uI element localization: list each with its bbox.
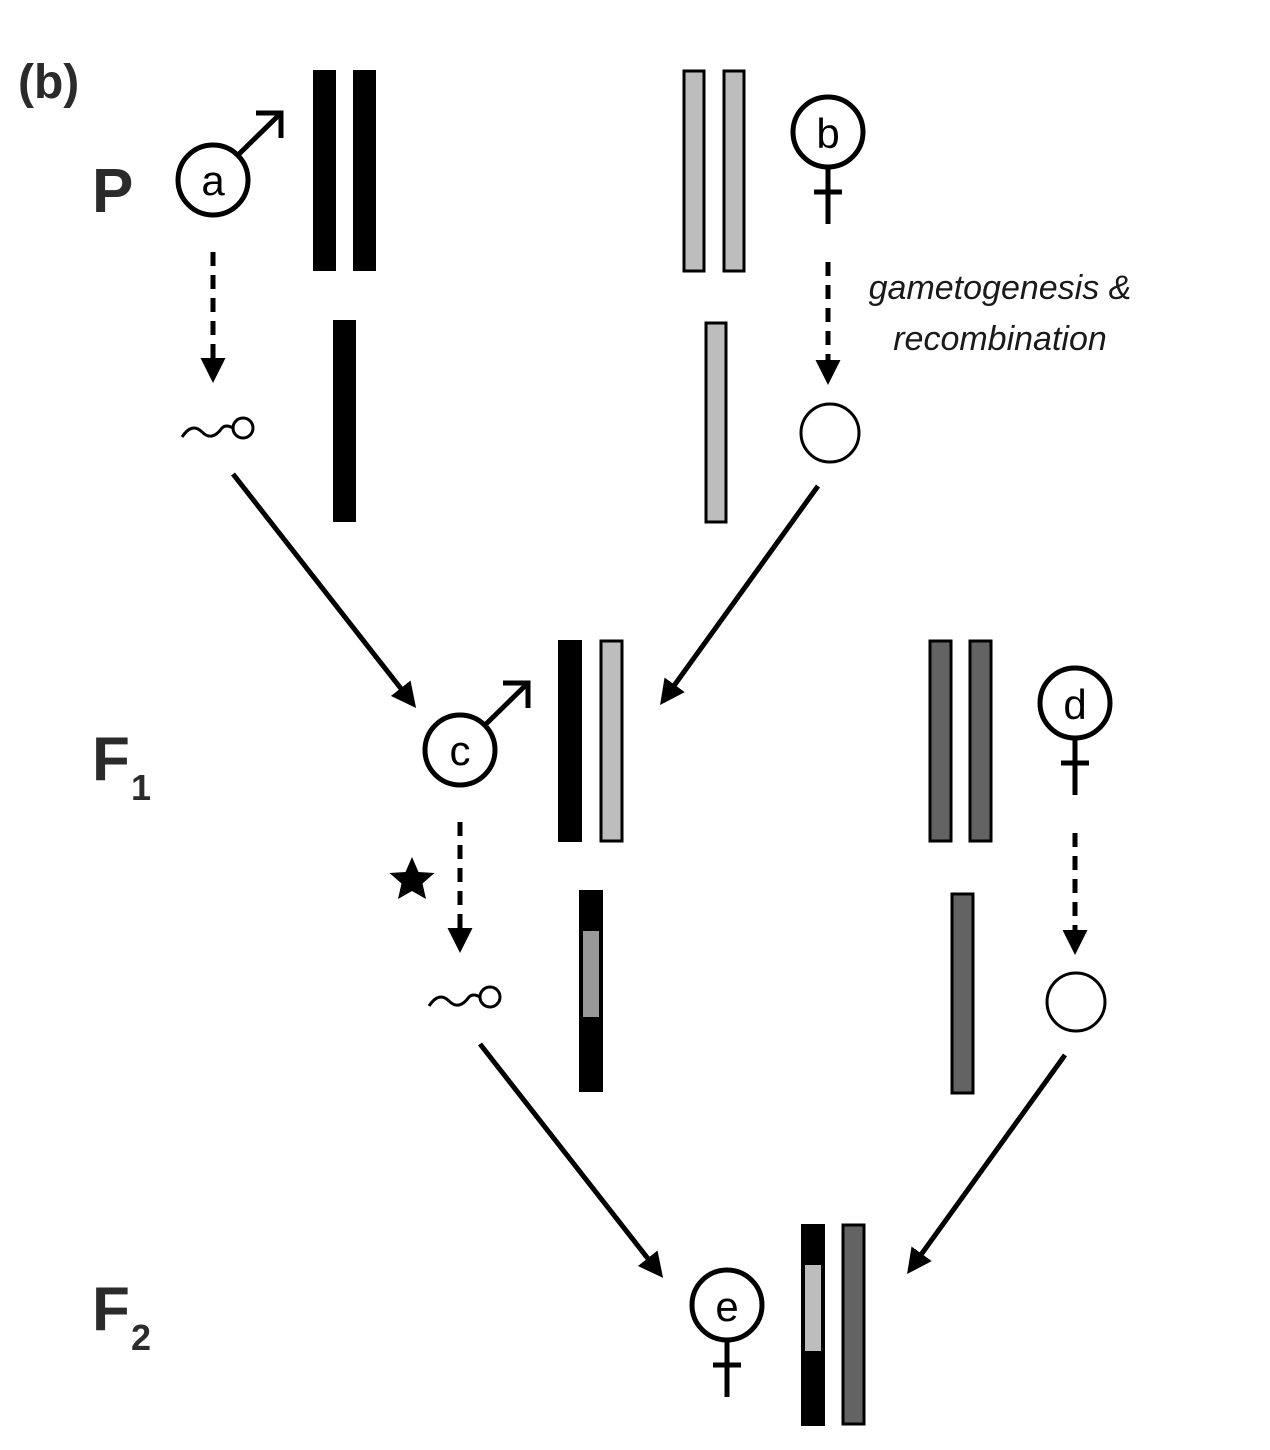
sperm-icon	[427, 985, 502, 1009]
gamete-chromosome-b	[704, 321, 728, 524]
fertilization-arrow-egg-to-c	[660, 484, 821, 706]
generation-p-label: P	[92, 157, 133, 226]
individual-a-male-icon: a	[175, 110, 284, 218]
generation-f1-label: F 1	[92, 725, 151, 808]
egg-icon	[1045, 971, 1107, 1033]
individual-e-letter: e	[715, 1283, 738, 1330]
individual-c-letter: c	[450, 727, 471, 774]
individual-d-female-icon: d	[1037, 665, 1113, 795]
gametogenesis-annotation: gametogenesis & recombination	[869, 269, 1132, 358]
gamete-chromosome-d	[950, 892, 975, 1095]
chromosome-pair-b	[682, 69, 746, 273]
gamete-chromosome-a	[333, 320, 356, 522]
svg-text:F: F	[92, 1275, 130, 1344]
svg-text:gametogenesis &: gametogenesis &	[869, 269, 1132, 307]
fertilization-arrow-sperm-to-c	[231, 472, 417, 708]
individual-b-female-icon: b	[790, 94, 866, 224]
sperm-icon	[180, 416, 255, 440]
recombinant-chromosome-c	[579, 890, 603, 1092]
generation-f2-label: F 2	[92, 1275, 151, 1358]
panel-label: (b)	[18, 56, 79, 109]
svg-text:F: F	[92, 725, 130, 794]
svg-text:recombination: recombination	[893, 320, 1107, 358]
fertilization-arrow-egg-to-e	[907, 1053, 1068, 1275]
svg-text:2: 2	[131, 1317, 151, 1358]
chromosome-pair-a	[313, 70, 376, 271]
chromosome-pair-e	[801, 1223, 866, 1426]
chromosome-pair-d	[928, 639, 993, 843]
egg-icon	[799, 402, 861, 464]
fertilization-arrow-sperm-to-e	[478, 1042, 664, 1278]
individual-c-male-icon: c	[422, 680, 531, 788]
individual-e-female-icon: e	[689, 1267, 765, 1397]
svg-text:1: 1	[131, 767, 151, 808]
chromosome-pair-c	[558, 639, 624, 843]
individual-a-letter: a	[201, 157, 225, 204]
individual-b-letter: b	[816, 110, 839, 157]
star-icon	[389, 857, 435, 899]
individual-d-letter: d	[1063, 681, 1086, 728]
